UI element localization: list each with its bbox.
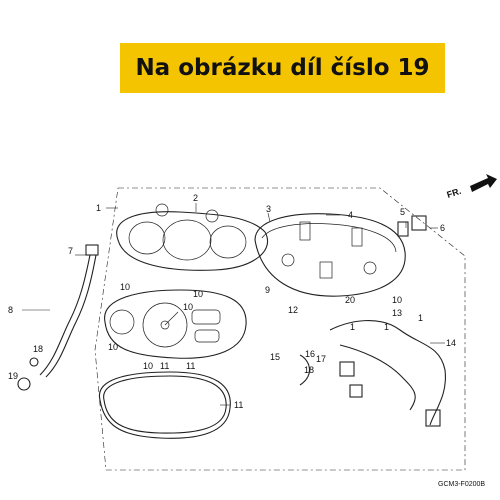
callout-11c: 18 xyxy=(304,365,314,375)
callout-11a: 16 xyxy=(305,349,315,359)
callout-8: 14 xyxy=(446,338,456,348)
callout-3: 1 xyxy=(96,203,101,213)
callout-17: 18 xyxy=(33,344,43,354)
speedometer-cable xyxy=(39,254,91,376)
callout-4: 11 xyxy=(160,361,169,371)
callout-18a: 4 xyxy=(348,210,353,220)
callout-10e: 10 xyxy=(143,361,153,371)
assembly-frame xyxy=(94,187,466,471)
meter-case xyxy=(254,213,406,297)
callout-1b: 1 xyxy=(418,313,423,323)
gasket xyxy=(98,371,231,439)
callout-10c: 10 xyxy=(183,302,193,312)
part-16 xyxy=(17,377,31,391)
part-12 xyxy=(411,215,427,231)
wire-harness xyxy=(299,319,446,427)
part-17 xyxy=(29,357,39,367)
direction-arrow-icon xyxy=(470,174,497,192)
gasket-inner xyxy=(103,375,227,434)
callout-10b: 10 xyxy=(193,289,203,299)
meter-panel xyxy=(104,289,247,359)
callout-5: 9 xyxy=(265,285,270,295)
part-13 xyxy=(397,221,409,237)
callout-2: 2 xyxy=(193,193,198,203)
callout-1a: 20 xyxy=(345,295,355,305)
callout-7: 10 xyxy=(392,295,402,305)
callout-10d: 10 xyxy=(108,342,118,352)
callout-14: 8 xyxy=(8,305,13,315)
meter-cover xyxy=(116,203,269,271)
highlight-banner: Na obrázku díl číslo 19 xyxy=(120,43,445,93)
callout-11b: 17 xyxy=(316,354,326,364)
callout-10a: 10 xyxy=(120,282,130,292)
banner-text: Na obrázku díl číslo 19 xyxy=(135,55,430,81)
callout-10f: 11 xyxy=(186,361,195,371)
direction-label: FR. xyxy=(446,186,463,200)
callout-18b: 12 xyxy=(288,305,298,315)
callout-20: 13 xyxy=(392,308,402,318)
callout-12: 6 xyxy=(440,223,445,233)
callout-13: 5 xyxy=(400,207,405,217)
callout-6: 3 xyxy=(266,204,271,214)
callout-15: 7 xyxy=(68,246,73,256)
diagram-code: GCM3-F0200B xyxy=(438,481,485,488)
callout-9: 15 xyxy=(270,352,280,362)
callout-16: 19 xyxy=(8,371,18,381)
callout-19: 11 xyxy=(234,400,243,410)
callout-1c: 1 xyxy=(350,322,355,332)
callout-1d: 1 xyxy=(384,322,389,332)
